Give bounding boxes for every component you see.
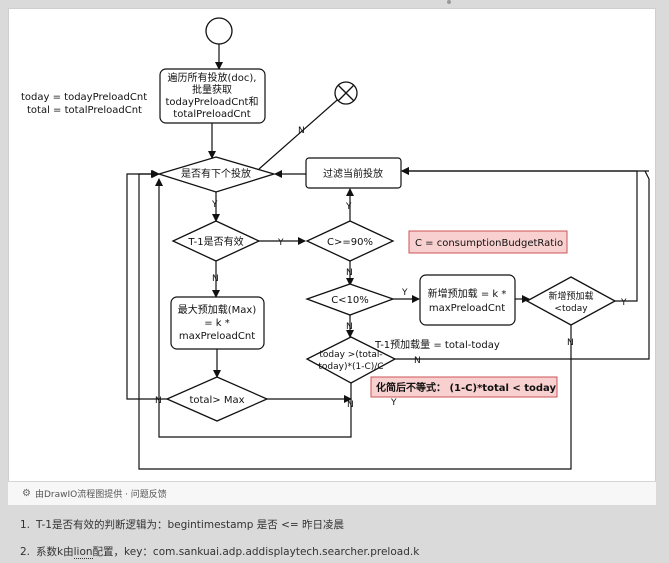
- max-preload-line2: = k *: [204, 318, 230, 329]
- inequality-line1: today >(total-: [319, 350, 382, 360]
- iterate-line3: todayPreloadCnt和: [166, 96, 259, 108]
- c-lt-10-label: C<10%: [331, 295, 369, 306]
- left-note-line2: total = totalPreloadCnt: [27, 105, 142, 116]
- note-1-number: 1.: [20, 519, 31, 531]
- new-preload-line2: maxPreloadCnt: [429, 303, 505, 314]
- total-gt-max-decision: [165, 376, 269, 422]
- left-note-line1: today = todayPreloadCnt: [21, 92, 147, 103]
- new-preload-decision-line1: 新增预加载: [548, 290, 593, 302]
- footer-text[interactable]: 由DrawIO流程图提供 · 问题反馈: [34, 490, 167, 500]
- edge-label-y2: Y: [277, 238, 284, 248]
- diagram-panel: today = todayPreloadCnt total = totalPre…: [8, 8, 656, 505]
- edge-label-n6: N: [414, 356, 421, 366]
- edge-label-y1: Y: [211, 200, 218, 210]
- edge-label-n5: N: [567, 338, 574, 348]
- iterate-line2: 批量获取: [192, 83, 232, 96]
- edge-label-y3: Y: [345, 202, 352, 212]
- c-definition-label: C = consumptionBudgetRatio: [415, 238, 563, 249]
- simplified-box: [370, 376, 558, 398]
- edge-label-y6: Y: [390, 398, 397, 408]
- start-node: [205, 17, 233, 45]
- edge-label-y4: Y: [401, 288, 408, 298]
- new-preload-node: [419, 274, 516, 326]
- sitemap-icon: ⚙: [22, 488, 31, 499]
- indicator-dot: [447, 0, 451, 4]
- edge-label-y5: Y: [620, 298, 627, 308]
- filter-label: 过滤当前投放: [323, 167, 383, 180]
- c-ge-90-label: C>=90%: [327, 237, 373, 248]
- edge-label-n4: N: [346, 322, 353, 332]
- drawio-footer: ⚙ 由DrawIO流程图提供 · 问题反馈: [8, 481, 656, 505]
- t1-valid-label: T-1是否有效: [187, 235, 243, 248]
- note-2-number: 2.: [20, 546, 31, 558]
- iterate-line1: 遍历所有投放(doc),: [168, 71, 257, 84]
- new-preload-decision-line2: <today: [554, 304, 588, 314]
- has-next-label: 是否有下个投放: [181, 167, 251, 180]
- note-2-prefix: 系数k由: [36, 546, 74, 558]
- edge-label-n3: N: [346, 268, 353, 278]
- lion-link[interactable]: lion: [73, 546, 93, 559]
- note-2: 2. 系数k由lion配置，key：com.sankuai.adp.addispl…: [20, 544, 419, 559]
- flowchart: today = todayPreloadCnt total = totalPre…: [21, 17, 650, 470]
- c-definition-box: [408, 230, 568, 254]
- edge-label-n8: N: [155, 396, 162, 406]
- note-1: 1. T-1是否有效的判断逻辑为：begintimestamp 是否 <= 昨日凌…: [20, 517, 344, 532]
- max-preload-line1: 最大预加载(Max): [178, 303, 257, 316]
- t1-preload-label: T-1预加载量 = total-today: [374, 339, 500, 351]
- max-preload-line3: maxPreloadCnt: [179, 331, 255, 342]
- edge-label-n2: N: [212, 274, 219, 284]
- note-1-text: T-1是否有效的判断逻辑为：begintimestamp 是否 <= 昨日凌晨: [36, 519, 345, 531]
- edge-label-n1: N: [298, 126, 305, 136]
- inequality-line2: today)*(1-C)/C: [318, 362, 383, 372]
- new-preload-line1: 新增预加载 = k *: [428, 287, 507, 300]
- iterate-line4: totalPreloadCnt: [173, 109, 250, 120]
- total-gt-max-label: total> Max: [189, 395, 244, 406]
- note-2-suffix: 配置，key：com.sankuai.adp.addisplaytech.sea…: [92, 546, 420, 558]
- simplified-label: 化简后不等式： (1-C)*total < today: [376, 381, 556, 394]
- edge-label-n7: N: [347, 400, 354, 410]
